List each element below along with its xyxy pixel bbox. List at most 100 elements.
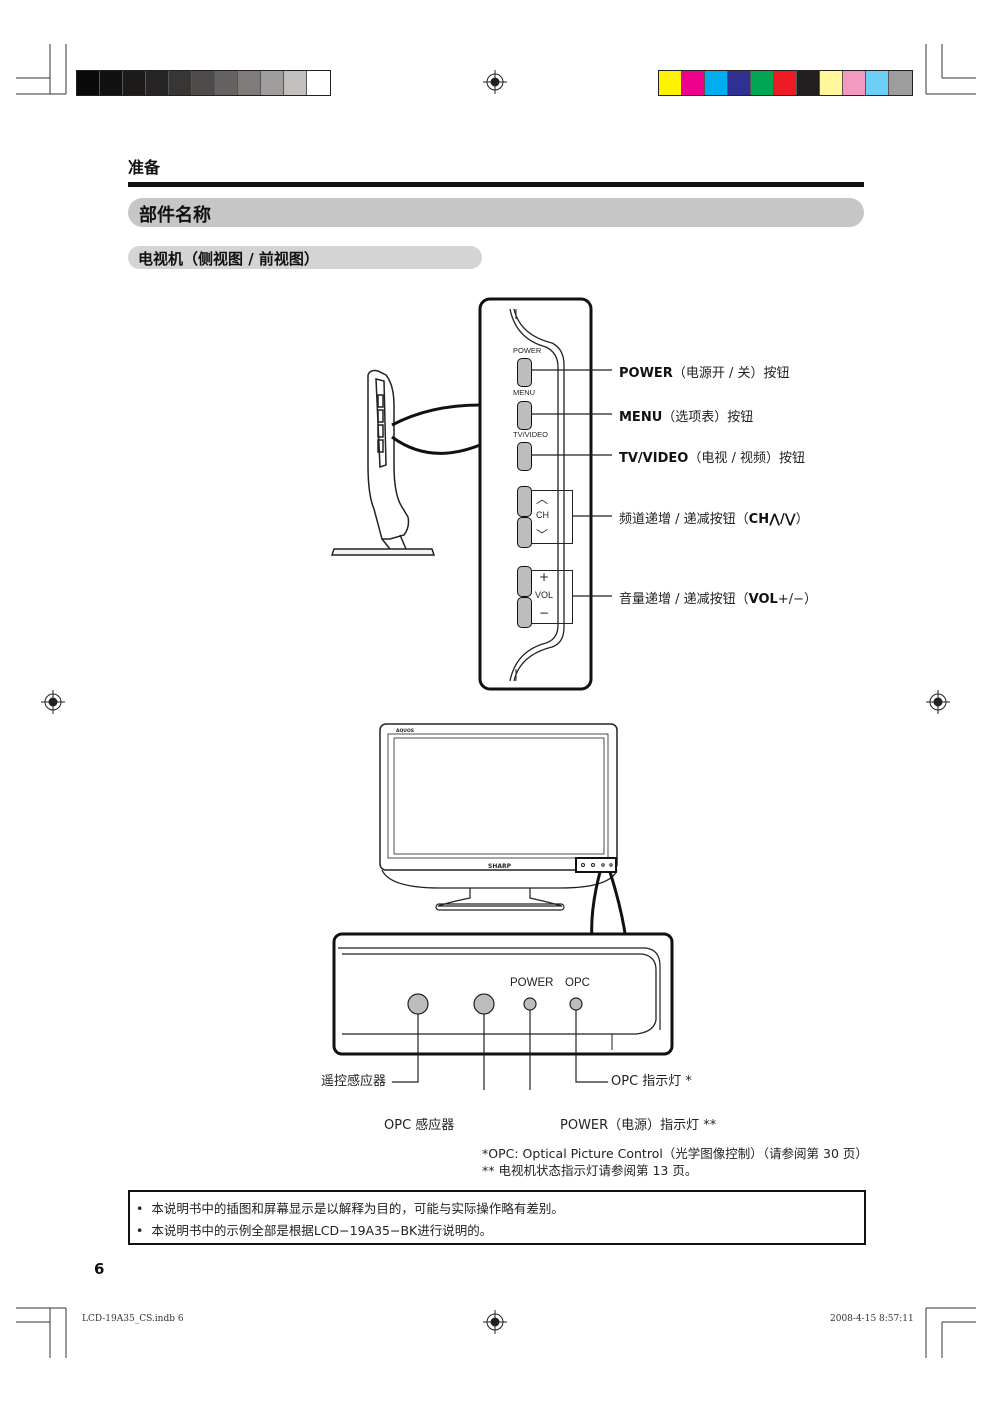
callout-volume-post: +/−） (777, 592, 817, 607)
gray-swatch (192, 71, 215, 95)
channel-up-button[interactable] (517, 486, 532, 517)
front-view-diagram (332, 723, 674, 1090)
file-slug: LCD-19A35_CS.indb 6 (82, 1314, 184, 1324)
process-swatch (866, 71, 889, 95)
registration-mark-right (926, 690, 950, 714)
registration-mark-bottom (483, 1310, 507, 1334)
volume-up-button[interactable] (517, 566, 532, 597)
process-swatch (820, 71, 843, 95)
note-item: • 本说明书中的插图和屏幕显示是以解释为目的，可能与实际操作略有差别。 (136, 1198, 564, 1217)
page-number: 6 (94, 1260, 105, 1278)
process-swatch (682, 71, 705, 95)
volume-down-button[interactable] (517, 597, 532, 628)
opc-sensor (473, 993, 495, 1015)
footnotes: *OPC: Optical Picture Control（光学图像控制）（请参… (482, 1145, 868, 1179)
volume-bracket (532, 570, 573, 624)
callout-power-text: （电源开 / 关）按钮 (672, 366, 790, 381)
process-swatch (797, 71, 820, 95)
subtitle-bar: 电视机（侧视图 / 前视图） (128, 246, 482, 269)
tvvideo-button[interactable] (517, 442, 532, 471)
brand-aquos: AQUOS (396, 729, 415, 734)
bullet: • (136, 1201, 144, 1216)
subtitle: 电视机（侧视图 / 前视图） (138, 250, 319, 268)
notes-box: • 本说明书中的插图和屏幕显示是以解释为目的，可能与实际操作略有差别。 • 本说… (128, 1190, 866, 1245)
date-slug: 2008-4-15 8:57:11 (830, 1314, 914, 1324)
callout-channel-pre: 频道递增 / 递减按钮（ (619, 512, 749, 527)
brand-sharp: SHARP (488, 863, 512, 870)
zoom-frame (478, 297, 593, 691)
callout-channel-bold: CH⋀/⋁ (748, 512, 796, 527)
menu-button[interactable] (517, 401, 532, 430)
gray-swatch (284, 71, 307, 95)
channel-down-button[interactable] (517, 517, 532, 548)
plus-icon: + (539, 570, 550, 584)
callout-volume-pre: 音量递增 / 递减按钮（ (619, 592, 749, 607)
chevron-down-icon: ﹀ (536, 528, 549, 542)
gray-swatch (238, 71, 261, 95)
process-swatch (659, 71, 682, 95)
callout-channel: 频道递增 / 递减按钮（CH⋀/⋁） (619, 508, 809, 527)
note-text: 本说明书中的插图和屏幕显示是以解释为目的，可能与实际操作略有差别。 (151, 1201, 564, 1216)
page-title: 部件名称 (139, 205, 211, 226)
zoom-lead-lower (391, 435, 481, 455)
tv-front (379, 723, 618, 911)
panel-opc-label: OPC (565, 977, 590, 989)
header-rule (128, 182, 864, 187)
grayscale-color-bar (76, 70, 331, 96)
opc-lamp (569, 997, 583, 1011)
power-button[interactable] (517, 358, 532, 387)
callout-opc-lamp: OPC 指示灯 * (611, 1074, 692, 1089)
bullet: • (136, 1223, 144, 1238)
section-label: 准备 (128, 158, 161, 177)
footnote-opc: *OPC: Optical Picture Control（光学图像控制）（请参… (482, 1146, 868, 1161)
gray-swatch (169, 71, 192, 95)
callout-menu-bold: MENU (619, 410, 663, 425)
panel-power-label: POWER (510, 977, 554, 989)
callout-opc-sensor: OPC 感应器 (384, 1118, 455, 1133)
registration-mark-top (483, 70, 507, 94)
note-item: • 本说明书中的示例全部是根据LCD−19A35−BK进行说明的。 (136, 1220, 492, 1239)
process-swatch (889, 71, 912, 95)
tv-side-silhouette (330, 369, 436, 556)
callout-power-bold: POWER (619, 366, 673, 381)
volume-label: VOL (535, 590, 554, 600)
gray-swatch (77, 71, 100, 95)
gray-swatch (215, 71, 238, 95)
callout-remote-sensor: 遥控感应器 (321, 1074, 387, 1089)
note-text: 本说明书中的示例全部是根据LCD−19A35−BK进行说明的。 (151, 1223, 493, 1238)
callout-menu-text: （选项表）按钮 (662, 410, 754, 425)
callout-menu: MENU（选项表）按钮 (619, 406, 753, 425)
callout-tvvideo: TV/VIDEO（电视 / 视频）按钮 (619, 447, 805, 466)
footnote-indicator: ** 电视机状态指示灯请参阅第 13 页。 (482, 1163, 698, 1178)
process-color-bar (658, 70, 913, 96)
callout-tvvideo-text: （电视 / 视频）按钮 (688, 451, 805, 466)
remote-sensor (407, 993, 429, 1015)
power-lamp (523, 997, 537, 1011)
process-swatch (705, 71, 728, 95)
process-swatch (843, 71, 866, 95)
gray-swatch (261, 71, 284, 95)
callout-volume: 音量递增 / 递减按钮（VOL+/−） (619, 588, 817, 607)
gray-swatch (146, 71, 169, 95)
channel-bracket (532, 490, 573, 544)
page-title-bar: 部件名称 (128, 198, 864, 227)
front-zoom-frame (332, 932, 674, 1056)
callout-tvvideo-bold: TV/VIDEO (619, 451, 689, 466)
registration-mark-left (41, 690, 65, 714)
process-swatch (728, 71, 751, 95)
callout-channel-post: ） (795, 512, 809, 527)
gray-swatch (123, 71, 146, 95)
zoom-lead-upper (391, 403, 481, 427)
gray-swatch (307, 71, 330, 95)
menu-button-side-label: MENU (513, 388, 536, 397)
process-swatch (774, 71, 797, 95)
tvvideo-button-side-label: TV/VIDEO (513, 430, 549, 439)
callout-power-lamp: POWER（电源）指示灯 ** (560, 1118, 717, 1133)
channel-label: CH (536, 510, 549, 520)
power-button-side-label: POWER (513, 346, 542, 355)
chevron-up-icon: ︿ (536, 492, 549, 506)
side-leader-lines (531, 369, 612, 597)
process-swatch (751, 71, 774, 95)
side-view-diagram (330, 297, 593, 691)
